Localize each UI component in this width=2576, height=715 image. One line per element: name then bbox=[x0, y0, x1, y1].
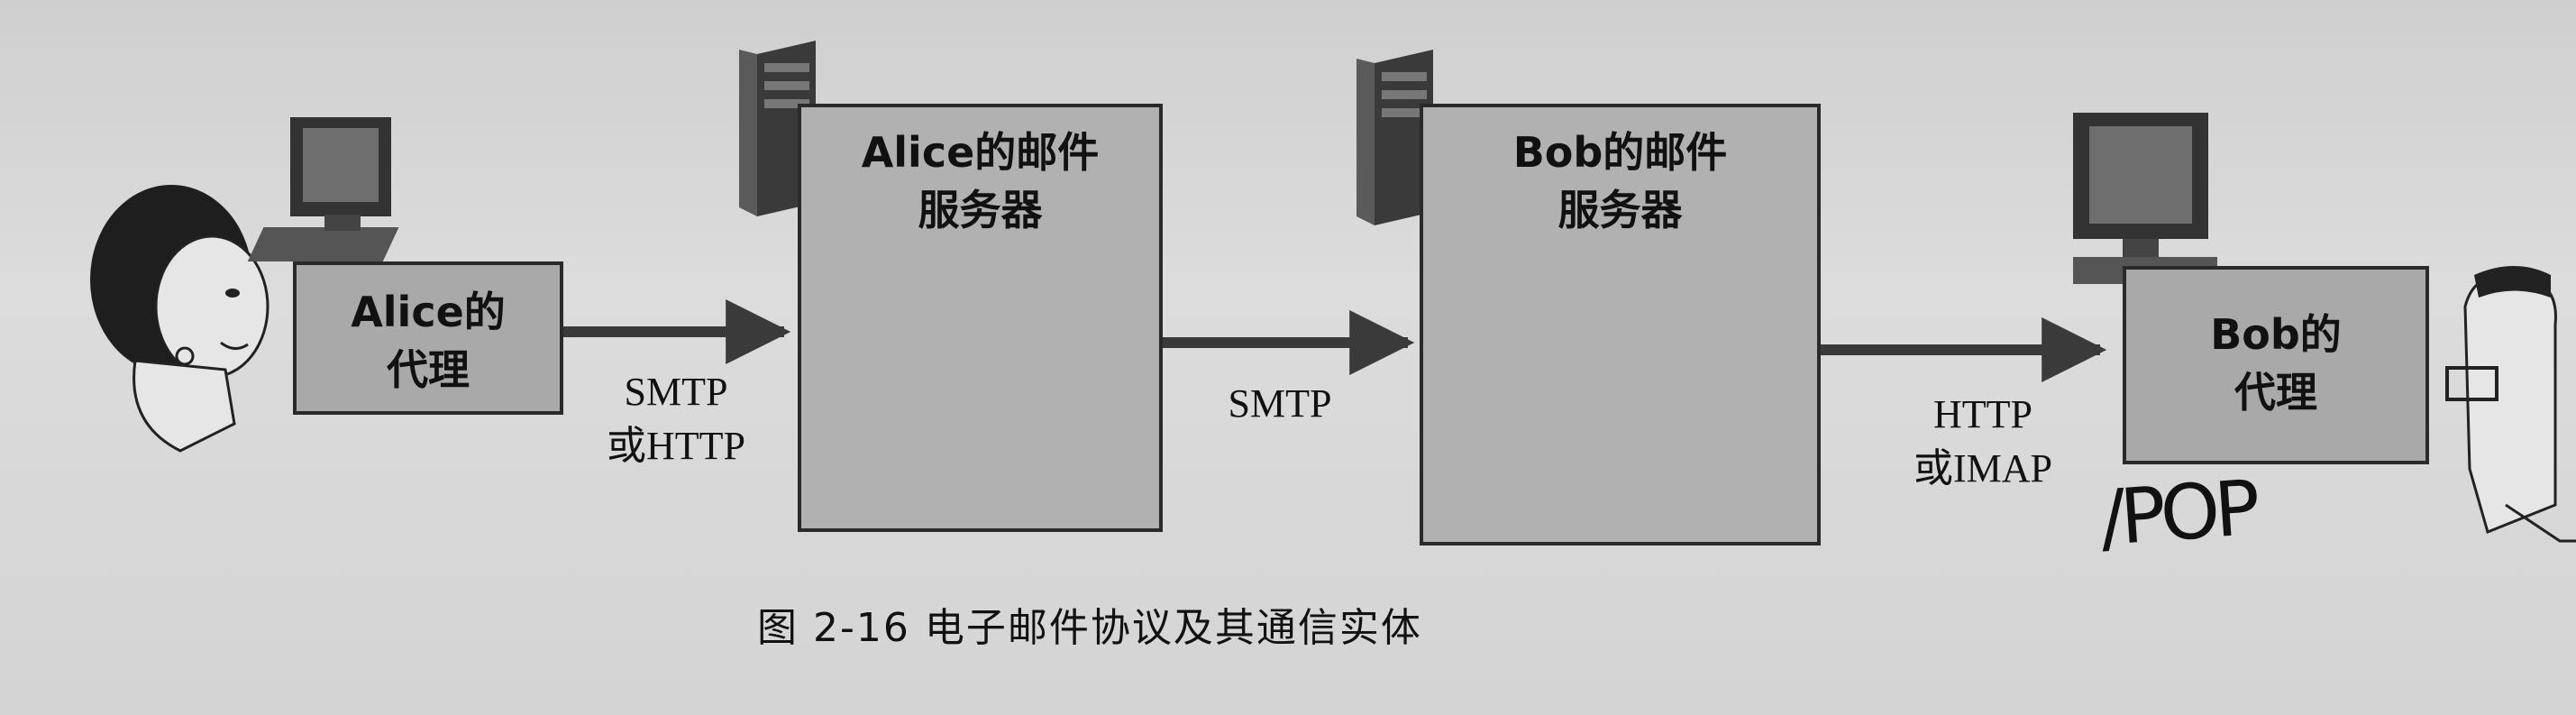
alice-computer-icon bbox=[247, 117, 399, 261]
bob-agent-label: Bob的 代理 bbox=[2210, 310, 2342, 417]
bob-server-box: Bob的邮件 服务器 bbox=[1420, 104, 1821, 545]
bob-computer-icon bbox=[2073, 113, 2217, 284]
bob-agent-box: Bob的 代理 bbox=[2123, 266, 2429, 464]
edge-label-server-to-server: SMTP bbox=[1228, 381, 1332, 426]
alice-server-label: Alice的邮件 服务器 bbox=[861, 128, 1100, 234]
handwritten-pop-note: /POP bbox=[2096, 463, 2258, 563]
bob-person-icon bbox=[2445, 266, 2576, 543]
edge-label-alice-to-server: SMTP 或HTTP bbox=[607, 370, 745, 468]
alice-person-icon bbox=[90, 185, 269, 453]
alice-server-box: Alice的邮件 服务器 bbox=[798, 104, 1163, 532]
alice-agent-box: Alice的 代理 bbox=[293, 261, 563, 415]
figure-caption: 图 2-16 电子邮件协议及其通信实体 bbox=[757, 605, 1422, 651]
bob-server-tower-icon bbox=[1357, 50, 1433, 225]
alice-agent-label: Alice的 代理 bbox=[351, 288, 506, 394]
bob-server-label: Bob的邮件 服务器 bbox=[1512, 128, 1728, 234]
edge-label-server-to-bob: HTTP 或IMAP bbox=[1913, 392, 2053, 490]
